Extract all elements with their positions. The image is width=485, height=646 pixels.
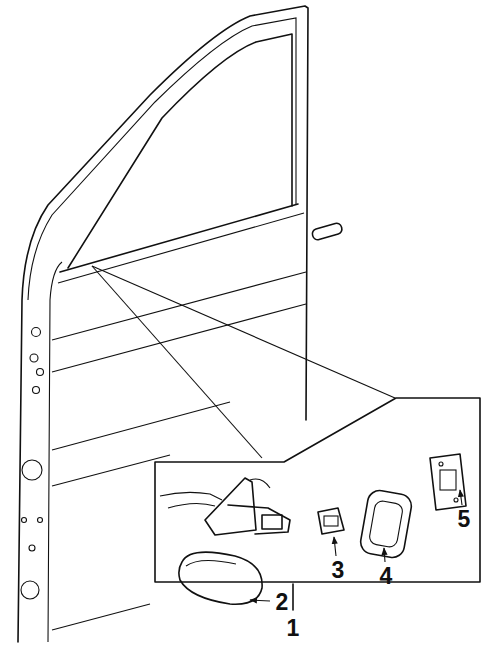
- mirror-housing: [186, 560, 236, 566]
- door-frame: [28, 18, 296, 300]
- callout-arrow: [384, 548, 385, 562]
- callout-number: 1: [287, 617, 300, 640]
- detail-leader: [92, 266, 262, 458]
- door-handle: [311, 222, 343, 241]
- callout-number: 5: [458, 508, 471, 531]
- bracket-stem: [292, 584, 294, 610]
- body-line: [52, 304, 306, 372]
- callout-arrow: [460, 490, 462, 505]
- mirror-housing: [179, 552, 262, 604]
- belt-line: [58, 213, 304, 283]
- pillar-holes: [21, 328, 44, 600]
- body-line: [52, 402, 230, 450]
- belt-line: [60, 204, 298, 272]
- mirror-switch: [318, 508, 344, 534]
- switch-bezel: [359, 489, 413, 560]
- door-outline: [18, 6, 308, 642]
- mounting-plate: [430, 454, 466, 510]
- callout-arrow: [334, 537, 336, 556]
- body-line: [52, 455, 170, 486]
- detail-box: [155, 398, 480, 582]
- callout-number: 4: [380, 565, 393, 588]
- body-line: [52, 604, 150, 630]
- body-line: [52, 272, 306, 340]
- callout-number: 3: [332, 559, 345, 582]
- detail-leader: [92, 266, 395, 398]
- mirror-base: [160, 478, 290, 535]
- callout-number: 2: [276, 591, 289, 614]
- callout-arrow: [250, 600, 270, 601]
- window-opening: [68, 34, 292, 268]
- door-pillar: [48, 262, 62, 642]
